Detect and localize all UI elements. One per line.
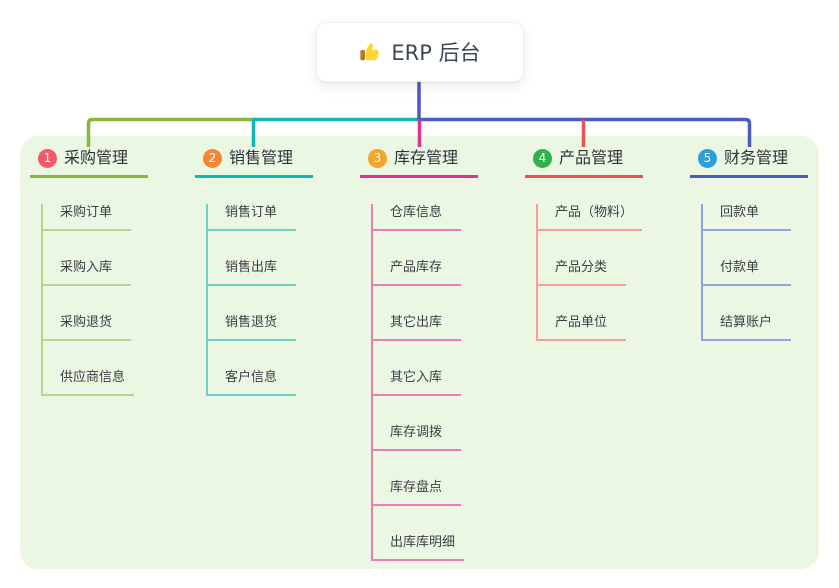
branch-purchase: 1 采购管理 采购订单 采购入库 采购退货 供应商信息 [30, 146, 148, 396]
branch-sales: 2 销售管理 销售订单 销售出库 销售退货 客户信息 [195, 146, 313, 396]
branch-inventory-header[interactable]: 3 库存管理 [360, 146, 478, 178]
node-supplier-info[interactable]: 供应商信息 [43, 369, 135, 396]
branch-number-badge: 5 [698, 148, 717, 168]
branch-number-badge: 1 [38, 148, 57, 168]
branch-number-badge: 3 [368, 148, 387, 168]
branch-finance: 5 财务管理 回款单 付款单 结算账户 [690, 146, 808, 341]
node-sales-outbound[interactable]: 销售出库 [208, 259, 296, 286]
node-receipt-bill[interactable]: 回款单 [703, 204, 791, 231]
node-customer-info[interactable]: 客户信息 [208, 369, 296, 396]
branch-purchase-children: 采购订单 采购入库 采购退货 供应商信息 [41, 204, 148, 396]
node-purchase-inbound[interactable]: 采购入库 [43, 259, 131, 286]
root-node[interactable]: ERP 后台 [316, 22, 524, 82]
node-purchase-order[interactable]: 采购订单 [43, 204, 131, 231]
branch-product: 4 产品管理 产品（物料） 产品分类 产品单位 [525, 146, 643, 341]
branch-product-children: 产品（物料） 产品分类 产品单位 [536, 204, 643, 341]
node-purchase-return[interactable]: 采购退货 [43, 314, 131, 341]
thumbs-up-icon [359, 41, 381, 63]
node-stock-count[interactable]: 库存盘点 [373, 479, 461, 506]
branch-inventory-children: 仓库信息 产品库存 其它出库 其它入库 库存调拨 库存盘点 出库库明细 [371, 204, 478, 561]
node-product-unit[interactable]: 产品单位 [538, 314, 626, 341]
node-outbound-detail[interactable]: 出库库明细 [373, 534, 465, 561]
root-title: ERP 后台 [391, 41, 481, 65]
node-product-stock[interactable]: 产品库存 [373, 259, 461, 286]
node-product-category[interactable]: 产品分类 [538, 259, 626, 286]
node-stock-transfer[interactable]: 库存调拨 [373, 424, 461, 451]
branch-product-header[interactable]: 4 产品管理 [525, 146, 643, 178]
branch-sales-children: 销售订单 销售出库 销售退货 客户信息 [206, 204, 313, 396]
node-payment-bill[interactable]: 付款单 [703, 259, 791, 286]
branch-purchase-header[interactable]: 1 采购管理 [30, 146, 148, 178]
branch-title: 财务管理 [724, 148, 789, 167]
branch-inventory: 3 库存管理 仓库信息 产品库存 其它出库 其它入库 库存调拨 库存盘点 出库库… [360, 146, 478, 561]
branch-finance-header[interactable]: 5 财务管理 [690, 146, 808, 178]
branch-number-badge: 4 [533, 148, 552, 168]
node-product-material[interactable]: 产品（物料） [538, 204, 643, 231]
branch-number-badge: 2 [203, 148, 222, 168]
branch-title: 库存管理 [394, 148, 459, 167]
branch-finance-children: 回款单 付款单 结算账户 [701, 204, 808, 341]
branch-sales-header[interactable]: 2 销售管理 [195, 146, 313, 178]
branch-title: 销售管理 [229, 148, 294, 167]
node-sales-order[interactable]: 销售订单 [208, 204, 296, 231]
node-other-outbound[interactable]: 其它出库 [373, 314, 461, 341]
node-sales-return[interactable]: 销售退货 [208, 314, 296, 341]
branch-title: 产品管理 [559, 148, 624, 167]
node-settlement-account[interactable]: 结算账户 [703, 314, 791, 341]
node-warehouse-info[interactable]: 仓库信息 [373, 204, 461, 231]
content-panel [20, 136, 819, 569]
node-other-inbound[interactable]: 其它入库 [373, 369, 461, 396]
branch-title: 采购管理 [64, 148, 129, 167]
